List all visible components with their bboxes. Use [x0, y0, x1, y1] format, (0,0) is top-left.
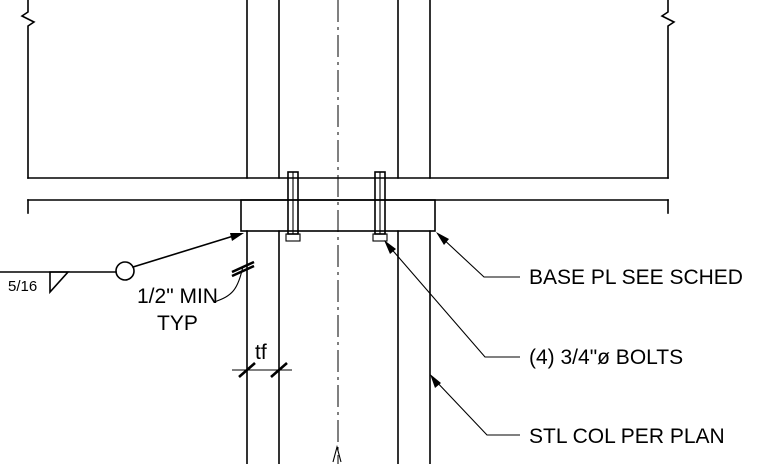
column-callout: STL COL PER PLAN [430, 374, 725, 448]
base-plate-arrowhead [436, 232, 449, 245]
base-plate-leader [439, 235, 520, 278]
left-break-line [20, 0, 36, 179]
weld-min-label: 1/2" MIN [137, 285, 218, 308]
column-label: STL COL PER PLAN [529, 425, 725, 448]
column-leader [432, 377, 520, 436]
weld-all-around-icon [115, 261, 135, 281]
weld-symbol: 5/16 [0, 232, 244, 295]
upper-wall-right [660, 0, 676, 179]
upper-wall-left [20, 0, 36, 179]
centerline-end-mark [332, 444, 342, 463]
weld-leader-line [131, 232, 242, 269]
anchor-bolt-left [285, 171, 301, 242]
bolts-callout: (4) 3/4"ø BOLTS [384, 240, 683, 369]
fillet-weld-icon [49, 271, 70, 295]
lower-steel-column [246, 230, 431, 464]
horizontal-beam [27, 177, 669, 214]
weld-typ-label: TYP [157, 312, 198, 335]
base-plate-label: BASE PL SEE SCHED [529, 266, 743, 289]
weld-min-length-dimension: 1/2" MIN TYP [137, 260, 255, 335]
bolts-leader [387, 244, 520, 358]
tf-tick-left [238, 362, 256, 378]
anchor-bolt-right [372, 171, 388, 242]
weld-leader-arrowhead [230, 233, 244, 241]
bolts-arrowhead [384, 240, 396, 254]
upper-column [246, 0, 431, 179]
weld-size-label: 5/16 [8, 278, 37, 295]
dim-curved-leader [213, 265, 244, 303]
tf-tick-right [270, 362, 288, 378]
column-arrowhead [430, 374, 441, 388]
right-break-line [660, 0, 676, 179]
bolts-label: (4) 3/4"ø BOLTS [529, 346, 683, 369]
base-plate-callout: BASE PL SEE SCHED [436, 232, 743, 289]
dim-tick-top-2 [231, 264, 255, 278]
tf-label: tf [255, 341, 267, 364]
flange-thickness-dimension: tf [232, 341, 292, 378]
